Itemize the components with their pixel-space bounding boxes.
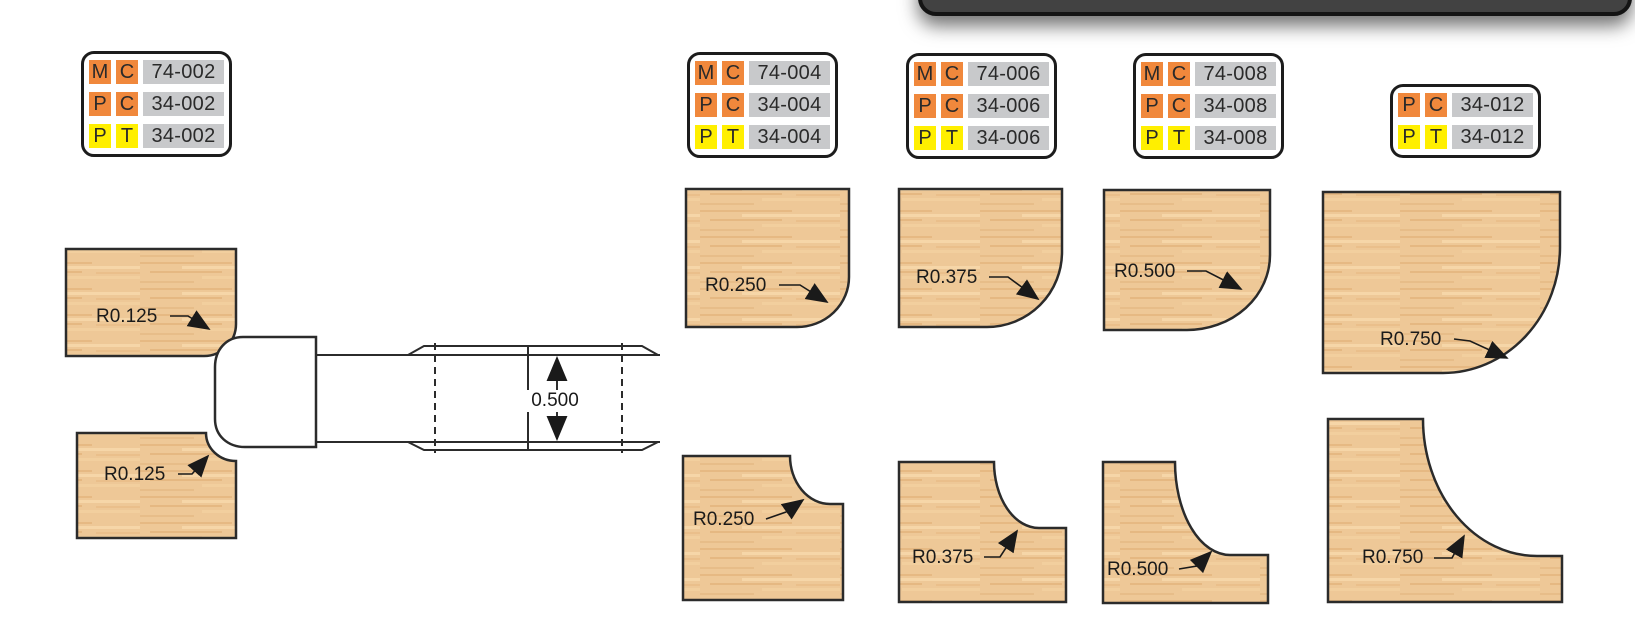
part-number: 34-012 [1452, 125, 1533, 149]
series-chip: C [1168, 62, 1190, 86]
leader-r0500-top [1187, 270, 1243, 290]
part-label-box-5: P C 34-012 P T 34-012 [1390, 84, 1541, 158]
series-chip: M [89, 60, 111, 84]
series-chip: M [914, 62, 936, 86]
part-label-row: P T 34-008 [1141, 126, 1276, 150]
part-number: 74-004 [749, 61, 830, 85]
part-number: 34-002 [143, 92, 224, 116]
wood-block-cove-0375 [897, 460, 1068, 604]
wood-block-roundover-0125 [64, 247, 238, 358]
wood-block-roundover-0500 [1102, 188, 1272, 332]
part-number: 74-006 [968, 62, 1049, 86]
leader-r0125-top [170, 310, 211, 330]
wood-block-roundover-0750 [1321, 190, 1562, 375]
part-label-row: M C 74-004 [695, 61, 830, 85]
radius-label-r0750-top: R0.750 [1380, 329, 1442, 350]
cutter-body-section [316, 343, 660, 453]
series-chip: M [695, 61, 717, 85]
wood-block-cove-0750 [1326, 417, 1564, 604]
series-chip: P [914, 94, 936, 118]
part-number: 34-012 [1452, 93, 1533, 117]
leader-r0500-bottom [1178, 550, 1213, 574]
series-chip: T [116, 124, 138, 148]
wood-block-cove-0250 [681, 454, 845, 602]
leader-r0125-bottom [178, 454, 210, 478]
part-label-row: P C 34-008 [1141, 94, 1276, 118]
radius-label-r0750-bottom: R0.750 [1362, 547, 1424, 568]
part-number: 34-006 [968, 126, 1049, 150]
series-chip: P [1141, 126, 1163, 150]
series-chip: C [116, 60, 138, 84]
radius-label-r0375-bottom: R0.375 [912, 547, 974, 568]
part-label-row: M C 74-006 [914, 62, 1049, 86]
part-label-box-4: M C 74-008 P C 34-008 P T 34-008 [1133, 53, 1284, 159]
series-chip: C [722, 61, 744, 85]
radius-label-r0250-bottom: R0.250 [693, 509, 755, 530]
part-label-row: P C 34-002 [89, 92, 224, 116]
series-chip: C [116, 92, 138, 116]
series-chip: T [1168, 126, 1190, 150]
series-chip: C [1168, 94, 1190, 118]
series-chip: P [89, 124, 111, 148]
series-chip: P [1141, 94, 1163, 118]
part-label-box-2: M C 74-004 P C 34-004 P T 34-004 [687, 52, 838, 158]
dimension-value: 0.500 [523, 390, 587, 412]
series-chip: M [1141, 62, 1163, 86]
part-number: 34-008 [1195, 94, 1276, 118]
leader-r0250-top [779, 283, 829, 303]
series-chip: C [722, 93, 744, 117]
series-chip: T [722, 125, 744, 149]
series-chip: P [695, 125, 717, 149]
part-label-row: P T 34-006 [914, 126, 1049, 150]
wood-block-cove-0500 [1101, 460, 1270, 605]
series-chip: P [1398, 93, 1420, 117]
part-label-box-1: M C 74-002 P C 34-002 P T 34-002 [81, 51, 232, 157]
leader-r0375-bottom [984, 529, 1019, 558]
series-chip: C [941, 94, 963, 118]
radius-label-r0250-top: R0.250 [705, 275, 767, 296]
series-chip: C [1425, 93, 1447, 117]
wood-block-roundover-0375 [897, 187, 1064, 329]
series-chip: P [1398, 125, 1420, 149]
radius-label-r0500-bottom: R0.500 [1107, 559, 1169, 580]
part-number: 34-004 [749, 93, 830, 117]
leader-arrows [170, 270, 1509, 574]
series-chip: P [914, 126, 936, 150]
wood-block-roundover-0250 [684, 187, 851, 329]
series-chip: T [941, 126, 963, 150]
part-label-row: P C 34-012 [1398, 93, 1533, 117]
part-label-row: P C 34-006 [914, 94, 1049, 118]
part-label-row: P T 34-002 [89, 124, 224, 148]
series-chip: P [89, 92, 111, 116]
part-number: 34-008 [1195, 126, 1276, 150]
cutter-head-profile [213, 335, 318, 449]
leader-r0750-top [1453, 338, 1509, 359]
leader-r0375-top [989, 276, 1040, 301]
part-label-row: M C 74-002 [89, 60, 224, 84]
part-label-row: M C 74-008 [1141, 62, 1276, 86]
part-number: 34-006 [968, 94, 1049, 118]
part-label-row: P T 34-004 [695, 125, 830, 149]
part-number: 34-002 [143, 124, 224, 148]
radius-label-r0125-top: R0.125 [96, 306, 158, 327]
part-label-row: P C 34-004 [695, 93, 830, 117]
radius-label-r0500-top: R0.500 [1114, 261, 1176, 282]
radius-label-r0125-bottom: R0.125 [104, 464, 166, 485]
radius-label-r0375-top: R0.375 [916, 267, 978, 288]
part-label-row: P T 34-012 [1398, 125, 1533, 149]
series-chip: T [1425, 125, 1447, 149]
part-number: 74-002 [143, 60, 224, 84]
series-chip: P [695, 93, 717, 117]
part-number: 74-008 [1195, 62, 1276, 86]
series-chip: C [941, 62, 963, 86]
leader-r0750-bottom [1434, 534, 1465, 559]
part-number: 34-004 [749, 125, 830, 149]
part-label-box-3: M C 74-006 P C 34-006 P T 34-006 [906, 53, 1057, 159]
leader-r0250-bottom [765, 498, 805, 520]
